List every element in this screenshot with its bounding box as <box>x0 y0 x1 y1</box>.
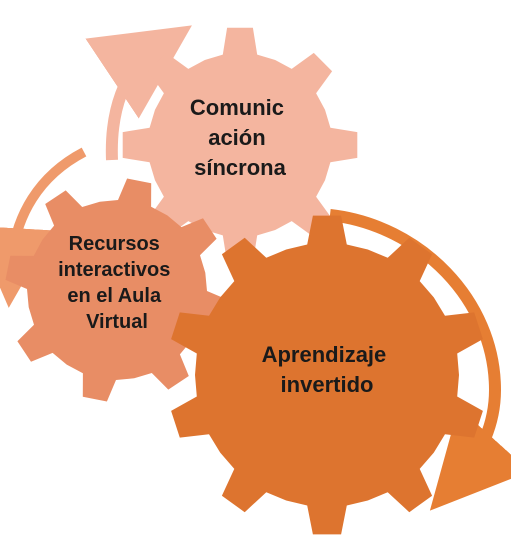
label-line: interactivos <box>58 259 170 281</box>
gear-aprendizaje <box>171 215 483 535</box>
label-aprendizaje: Aprendizaje invertido <box>262 342 393 397</box>
label-line: invertido <box>281 372 374 397</box>
arrow-to-comunicacion <box>85 25 192 161</box>
label-line: Virtual <box>86 311 148 333</box>
gear-recursos <box>5 178 229 402</box>
gear-comunicacion <box>122 27 358 263</box>
arrow-to-aprendizaje <box>329 209 511 511</box>
arrow-to-recursos <box>0 147 87 308</box>
label-comunicacion: Comunic ación síncrona <box>190 95 290 180</box>
label-recursos: Recursos interactivos en el Aula Virtual <box>58 233 176 333</box>
label-line: Aprendizaje <box>262 342 387 367</box>
label-line: en el Aula <box>67 285 162 307</box>
label-line: Recursos <box>69 233 160 255</box>
label-line: ación <box>208 125 265 150</box>
label-line: síncrona <box>194 155 286 180</box>
label-line: Comunic <box>190 95 284 120</box>
